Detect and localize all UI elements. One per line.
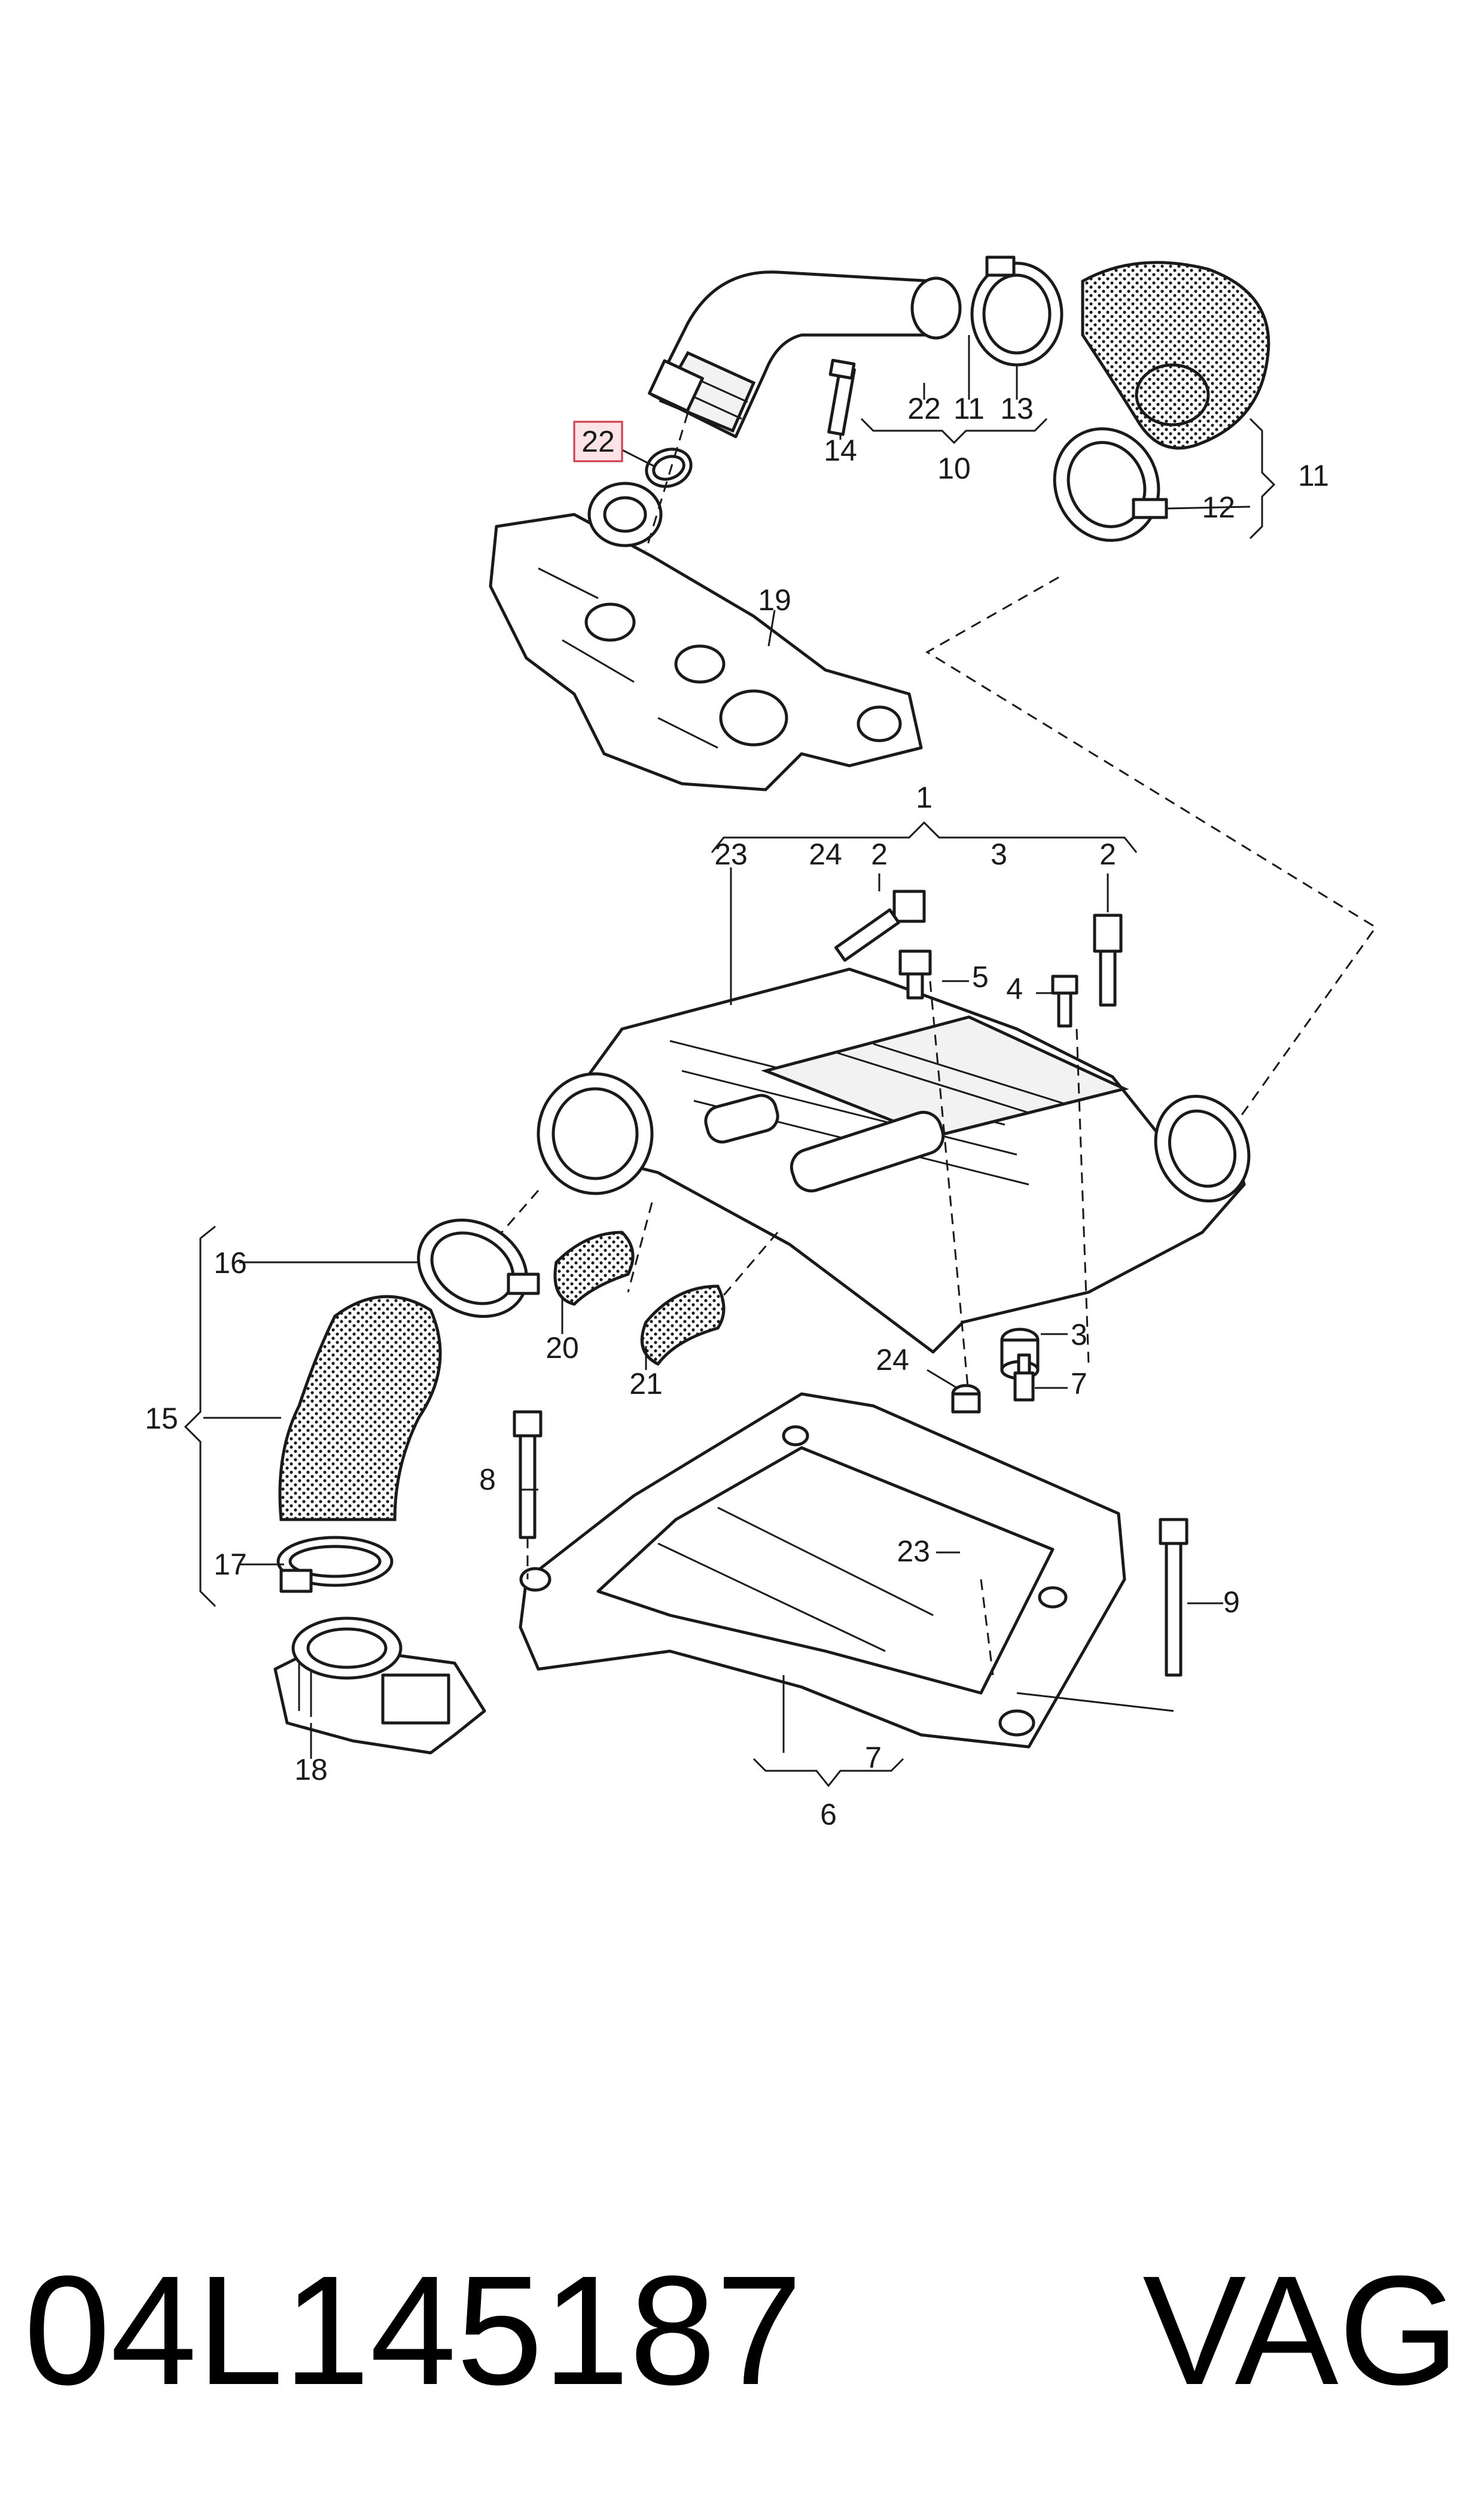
assembly-line [645, 412, 689, 551]
temperature-sensor-2-right [1093, 914, 1123, 1007]
assembly-line-hose [925, 576, 1378, 1137]
callout-7-bottom: 7 [865, 1741, 882, 1774]
callout-22-highlight: 22 [581, 425, 615, 458]
callout-2-left: 2 [871, 838, 888, 871]
hose-clamp-16 [417, 1219, 540, 1318]
assembly-line-grommet23 [980, 1579, 994, 1676]
leader-24 [927, 1369, 958, 1389]
assembly-line-bolt4 [1075, 1028, 1090, 1365]
hose-clamp-17 [276, 1536, 394, 1593]
callout-17: 17 [214, 1548, 247, 1581]
bracket-11-right [1249, 418, 1276, 540]
intercooler-inlet-flange [537, 1072, 654, 1195]
o-ring-22 [645, 447, 693, 488]
highlight-box-22 [573, 421, 623, 462]
mounting-bracket-6 [519, 1392, 1126, 1749]
callout-15: 15 [145, 1402, 178, 1435]
callout-21: 21 [629, 1367, 663, 1400]
grommet-24 [951, 1384, 981, 1414]
hose-clamp-13 [970, 255, 1064, 367]
brand-label: VAG [1142, 2244, 1459, 2417]
bracket-1 [711, 821, 1138, 853]
temperature-sensor-2-left [834, 890, 926, 962]
callout-24: 24 [809, 838, 842, 871]
bracket-6 [752, 1758, 904, 1788]
bolt-9 [1159, 1518, 1189, 1677]
intercooler-module-1 [572, 967, 1246, 1354]
charge-air-hose-15 [278, 1295, 442, 1521]
assembly-line-inlet [495, 1190, 540, 1239]
throttle-body-18 [273, 1616, 486, 1755]
assembly-line-bolt9 [1016, 1692, 1174, 1712]
callout-3-top: 3 [991, 838, 1007, 871]
charge-pipe-bracket [648, 359, 704, 413]
callout-3: 3 [1071, 1318, 1087, 1351]
hose-clamp-12 [1053, 427, 1168, 542]
callout-14: 14 [824, 434, 857, 467]
assembly-line-20 [627, 1202, 653, 1293]
callout-16: 16 [214, 1246, 247, 1280]
callout-4: 4 [1006, 972, 1023, 1006]
callout-8: 8 [479, 1463, 496, 1496]
leader-19 [767, 610, 776, 647]
callout-9: 9 [1223, 1585, 1240, 1619]
callout-10: 10 [937, 452, 971, 485]
pipe-21 [640, 1284, 726, 1366]
bracket-15 [184, 1225, 217, 1607]
charge-air-hose-11-upper [1081, 261, 1270, 450]
part-number: 04L145187 [24, 2244, 802, 2417]
callout-11-right: 11 [1298, 459, 1329, 492]
callout-23: 23 [714, 838, 748, 871]
callout-23-lower: 23 [897, 1534, 930, 1568]
callout-2-right: 2 [1099, 838, 1116, 871]
callout-7-right: 7 [1071, 1367, 1087, 1400]
callout-11: 11 [953, 392, 985, 425]
callout-5: 5 [972, 960, 989, 994]
callout-20: 20 [546, 1331, 579, 1365]
stud-7 [1013, 1353, 1035, 1402]
callout-22: 22 [907, 392, 941, 425]
turbocharger-housing-19 [489, 482, 923, 791]
leader-12 [1166, 506, 1251, 510]
assembly-line-bolt5 [929, 981, 970, 1400]
callout-24-lower: 24 [876, 1343, 909, 1377]
callout-1: 1 [916, 781, 933, 814]
bracket-10 [860, 418, 1048, 444]
pipe-20 [553, 1231, 635, 1306]
intercooler-outlet-flange [1154, 1094, 1251, 1203]
bolt-5 [898, 949, 932, 1000]
callout-6: 6 [820, 1798, 837, 1831]
callout-19: 19 [758, 583, 791, 617]
callout-13: 13 [1000, 392, 1034, 425]
bolt-14 [827, 358, 856, 436]
callout-18: 18 [294, 1753, 328, 1786]
leader-22b [621, 449, 656, 468]
bolt-4 [1051, 975, 1078, 1028]
callout-12: 12 [1202, 491, 1235, 524]
bolt-8 [513, 1410, 543, 1539]
